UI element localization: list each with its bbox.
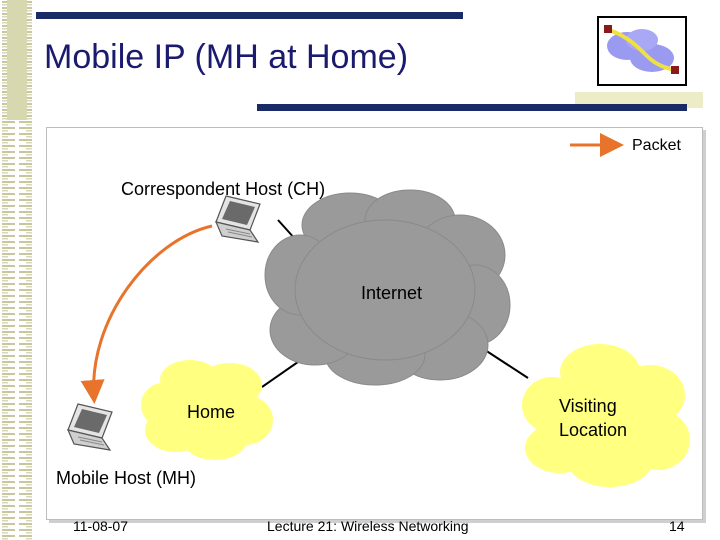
page-title: Mobile IP (MH at Home) (44, 38, 409, 76)
mobile-host-label: Mobile Host (MH) (56, 468, 197, 488)
footer-page-number: 14 (669, 518, 685, 534)
network-logo-icon (597, 16, 687, 86)
footer-lecture: Lecture 21: Wireless Networking (267, 518, 469, 534)
title-underline-bar (257, 104, 687, 111)
left-decoration (0, 0, 34, 540)
top-accent-bar (36, 12, 463, 19)
ch-laptop-icon (214, 195, 261, 243)
visiting-label-line2: Location (559, 420, 628, 440)
internet-cloud-icon (264, 189, 511, 386)
legend-packet-label: Packet (632, 137, 681, 154)
mh-laptop-icon (66, 403, 113, 451)
packet-path-arrow (80, 224, 213, 404)
home-label: Home (187, 402, 236, 422)
visiting-cloud-icon (522, 344, 690, 487)
visiting-label-line1: Visiting (559, 396, 617, 416)
link-internet-visiting (484, 349, 529, 379)
correspondent-host-label: Correspondent Host (CH) (121, 179, 326, 199)
home-cloud-icon (141, 360, 273, 460)
internet-label: Internet (361, 283, 423, 303)
footer-date: 11-08-07 (73, 518, 129, 534)
